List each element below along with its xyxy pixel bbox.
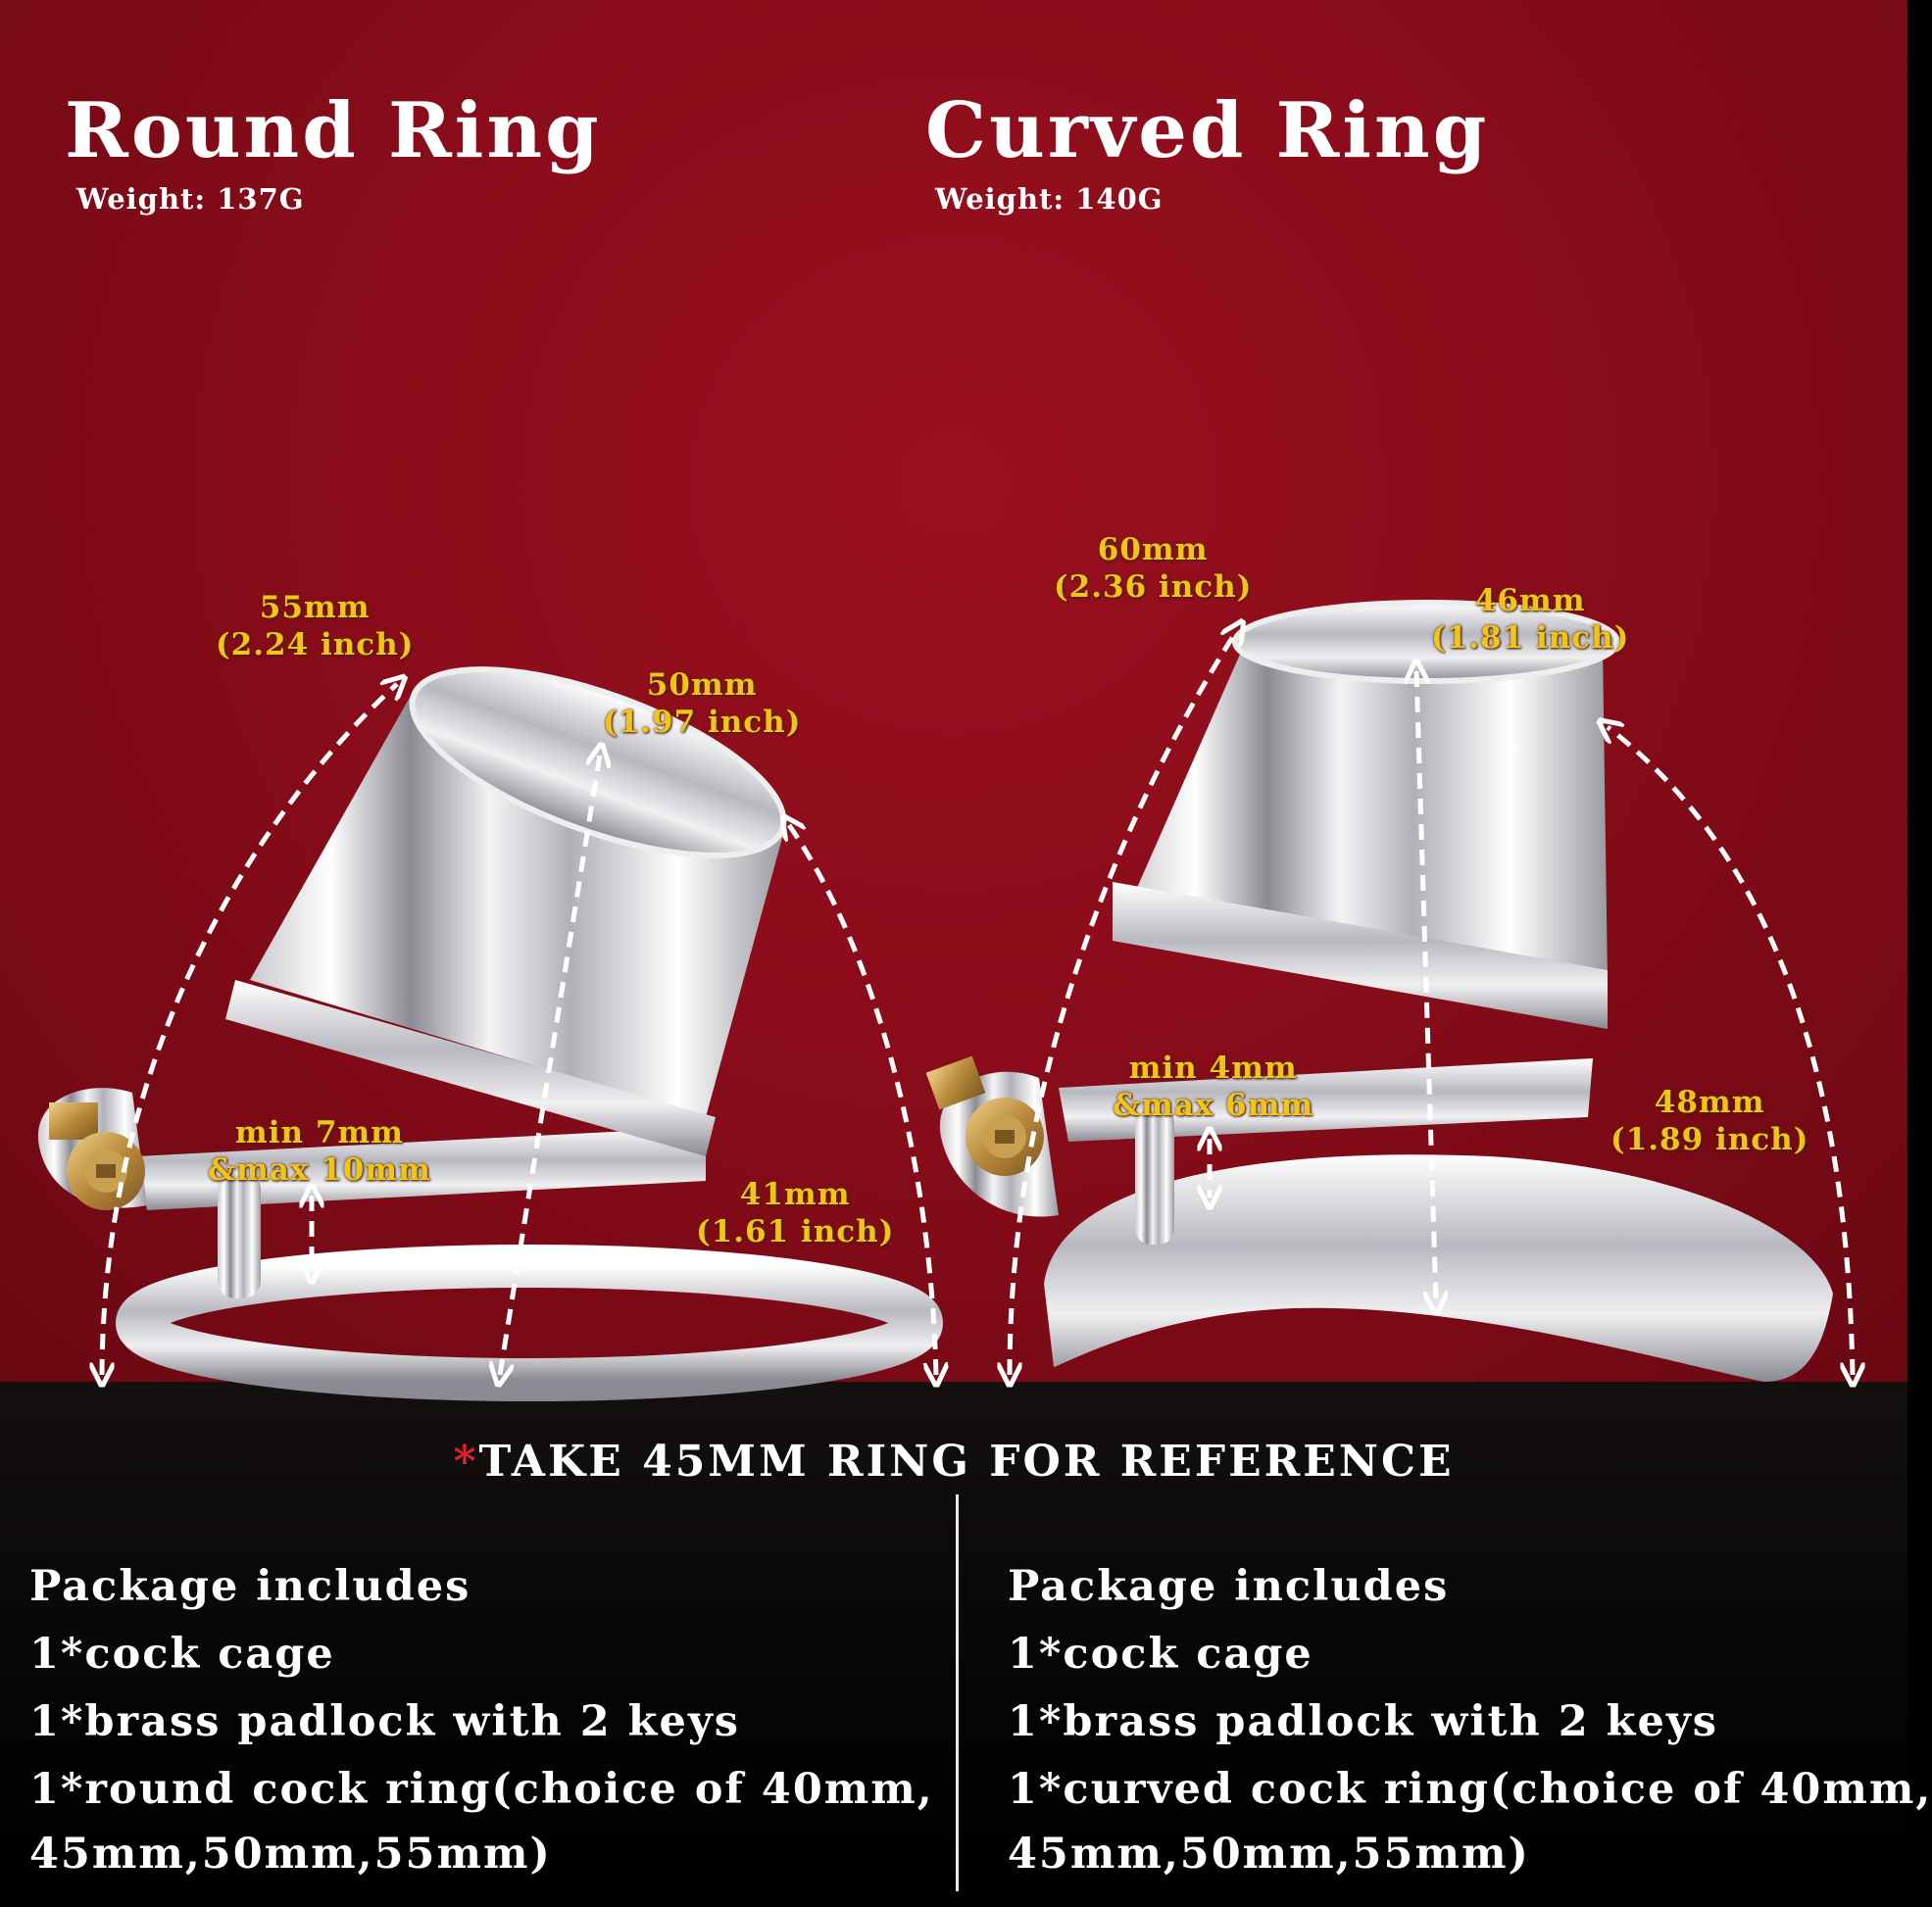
- left-gap-label: min 7mm &max 10mm: [208, 1115, 431, 1188]
- right-padlock-icon: [925, 1055, 1059, 1217]
- left-weight: Weight: 137G: [76, 182, 305, 216]
- reference-note: *TAKE 45MM RING FOR REFERENCE: [0, 1437, 1907, 1487]
- left-front-label: 41mm (1.61 inch): [696, 1177, 895, 1249]
- left-package-heading: Package includes: [29, 1562, 471, 1611]
- right-package-list: Package includes 1*cock cage 1*brass pad…: [1008, 1553, 1932, 1885]
- asterisk-mark: *: [453, 1437, 479, 1487]
- round-ring-device: [116, 666, 943, 1401]
- right-weight: Weight: 140G: [935, 182, 1164, 216]
- left-package-item: 1*brass padlock with 2 keys: [29, 1697, 741, 1746]
- left-package-item: 1*round cock ring(choice of 40mm,: [29, 1765, 934, 1814]
- left-package-item: 45mm,50mm,55mm): [29, 1830, 552, 1879]
- product-illustration: [37, 600, 1907, 1401]
- right-package-item: 1*brass padlock with 2 keys: [1008, 1697, 1719, 1746]
- left-package-item: 1*cock cage: [29, 1630, 335, 1679]
- left-package-list: Package includes 1*cock cage 1*brass pad…: [29, 1553, 934, 1885]
- divider: [956, 1494, 959, 1891]
- right-front-label: 48mm (1.89 inch): [1610, 1085, 1809, 1157]
- right-length-label: 60mm (2.36 inch): [1054, 532, 1253, 605]
- right-title: Curved Ring: [925, 86, 1490, 175]
- left-title: Round Ring: [65, 86, 602, 175]
- right-package-item: 45mm,50mm,55mm): [1008, 1830, 1530, 1879]
- right-package-item: 1*cock cage: [1008, 1630, 1313, 1679]
- right-depth-label: 46mm (1.81 inch): [1431, 583, 1630, 656]
- reference-text: TAKE 45MM RING FOR REFERENCE: [478, 1437, 1455, 1487]
- right-package-heading: Package includes: [1008, 1562, 1450, 1611]
- left-length-label: 55mm (2.24 inch): [216, 590, 415, 662]
- left-depth-label: 50mm (1.97 inch): [603, 667, 802, 740]
- right-package-item: 1*curved cock ring(choice of 40mm,: [1008, 1765, 1932, 1814]
- left-padlock-icon: [37, 1088, 147, 1210]
- measurement-arrows: [102, 630, 1853, 1375]
- curved-ring-device: [1044, 600, 1833, 1382]
- black-footer: [0, 1382, 1907, 1907]
- right-gap-label: min 4mm &max 6mm: [1113, 1051, 1314, 1123]
